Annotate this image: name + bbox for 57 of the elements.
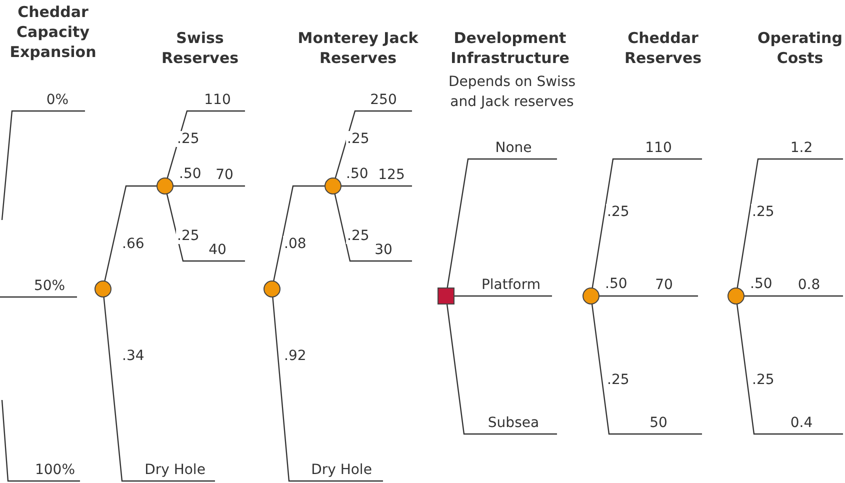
branch-line xyxy=(446,158,557,288)
chance-node-circle xyxy=(582,288,600,304)
decision-node-square xyxy=(438,288,454,304)
branch-line xyxy=(273,185,325,282)
column-heading: Operating Costs xyxy=(756,28,844,68)
branch-line xyxy=(166,194,245,262)
outcome-label: 0% xyxy=(30,90,85,110)
branch-line xyxy=(744,295,843,297)
branch-line xyxy=(0,296,77,298)
column-heading: Swiss Reserves xyxy=(160,28,240,68)
branch-line xyxy=(454,295,552,297)
column-heading: Cheddar Reserves xyxy=(623,28,703,68)
outcome-label: 70 xyxy=(630,275,698,295)
branch-line xyxy=(334,110,412,178)
column-heading: Monterey Jack Reserves xyxy=(296,28,420,68)
branch-line xyxy=(592,158,702,288)
branch-line xyxy=(599,295,698,297)
edge-label: .25 xyxy=(176,131,200,147)
outcome-label: 70 xyxy=(204,165,245,185)
outcome-label: 110 xyxy=(615,138,702,158)
outcome-label: None xyxy=(470,138,557,158)
edge-label: .25 xyxy=(346,228,370,244)
outcome-label: 100% xyxy=(30,460,80,480)
outcome-label: 0.8 xyxy=(775,275,843,295)
outcome-label: Platform xyxy=(470,275,552,295)
outcome-label: Subsea xyxy=(470,413,557,433)
outcome-label: Dry Hole xyxy=(135,460,215,480)
branch-line xyxy=(591,304,702,435)
branch-line xyxy=(1,400,80,482)
outcome-label: 0.4 xyxy=(760,413,843,433)
outcome-label: 50 xyxy=(615,413,702,433)
heading-note: Depends on Swiss and Jack reserves xyxy=(447,73,577,112)
chance-node-circle xyxy=(156,178,174,194)
branch-line xyxy=(173,185,245,187)
branch-line xyxy=(1,110,85,220)
branch-line xyxy=(736,304,843,435)
branch-line xyxy=(103,296,215,482)
chance-node-circle xyxy=(324,178,342,194)
edge-label: .25 xyxy=(346,131,370,147)
outcome-label: 50% xyxy=(22,276,77,296)
branch-line xyxy=(736,158,843,288)
branch-line xyxy=(334,194,412,262)
outcome-label: 110 xyxy=(190,90,245,110)
outcome-label: Dry Hole xyxy=(300,460,383,480)
chance-node-circle xyxy=(94,280,112,298)
column-heading: Cheddar Capacity Expansion xyxy=(8,2,98,62)
chance-node-circle xyxy=(728,288,744,304)
chance-node-circle xyxy=(264,280,280,298)
branch-line xyxy=(446,304,557,435)
outcome-label: 250 xyxy=(355,90,412,110)
outcome-label: 125 xyxy=(371,165,412,185)
column-heading: Development Infrastructure xyxy=(450,28,570,68)
edge-label: .25 xyxy=(176,228,200,244)
branch-line xyxy=(272,296,383,482)
outcome-label: 1.2 xyxy=(760,138,843,158)
branch-line xyxy=(341,185,412,187)
branch-line xyxy=(104,185,157,282)
